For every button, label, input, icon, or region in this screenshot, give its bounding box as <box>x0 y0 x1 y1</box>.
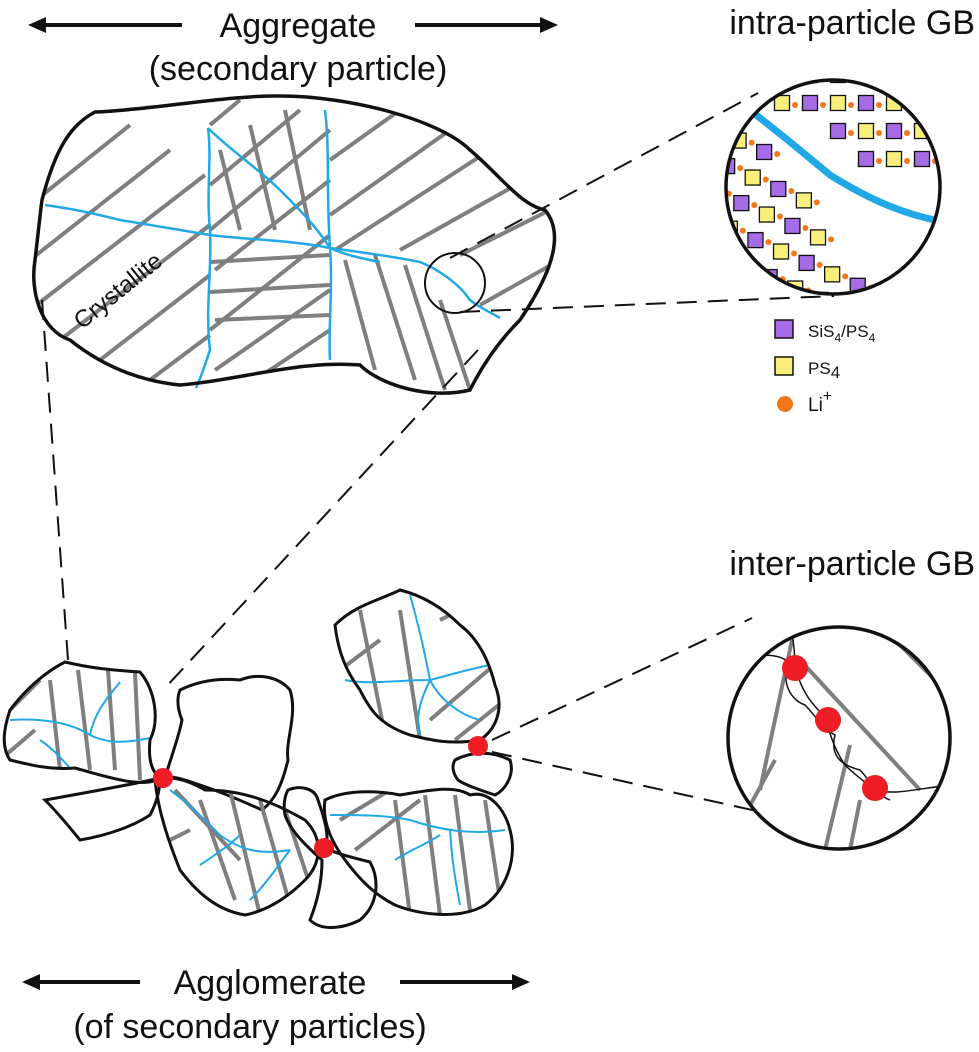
intra-li-ion <box>932 130 938 136</box>
intra-li-ion <box>816 261 823 268</box>
intra-lattice-site <box>809 229 827 246</box>
legend-li-label: Li+ <box>808 388 832 416</box>
inter-particle-gb-title: inter-particle GB <box>729 545 975 583</box>
intra-lattice-site <box>857 150 875 168</box>
intra-particle-gb-title: intra-particle GB <box>729 4 975 42</box>
aggregate-crystallite-stripes <box>33 98 555 391</box>
intra-li-ion <box>848 74 854 80</box>
intra-li-ion <box>792 102 798 108</box>
legend: SiS4/PS4 PS4 Li+ <box>774 319 876 416</box>
intra-lattice-site <box>773 94 791 112</box>
intra-lattice-site <box>857 122 875 140</box>
agglomerate-particle-2 <box>162 674 295 812</box>
agglomerate-particle-5 <box>333 588 501 744</box>
aggregate-title: Aggregate <box>220 7 377 45</box>
intra-lattice-site <box>913 150 931 168</box>
intra-particle-gb-zoom <box>708 74 966 305</box>
intra-lattice-site <box>733 194 750 212</box>
aggregate-arrow-right <box>415 17 558 33</box>
intra-lattice-site <box>824 266 841 283</box>
intra-li-ion <box>876 74 882 80</box>
agglomerate-particle-7 <box>41 776 162 842</box>
intra-lattice-site <box>801 94 819 112</box>
intra-li-ion <box>960 186 966 192</box>
intra-li-ion <box>876 130 882 136</box>
legend-ps4-label: PS4 <box>808 359 840 382</box>
intra-li-ion <box>751 202 758 209</box>
intra-li-ion <box>848 130 854 136</box>
intra-li-ion <box>828 236 835 243</box>
intra-li-ion <box>904 158 910 164</box>
intra-lattice-site <box>747 231 764 249</box>
agglomerate-contact-point-3 <box>468 736 488 756</box>
aggregate-arrow-left <box>28 17 182 33</box>
intra-lattice-site <box>857 80 875 84</box>
inter-contact-point-3 <box>862 775 888 801</box>
intra-lattice-site <box>829 94 847 112</box>
intra-li-ion <box>802 224 809 231</box>
aggregate-subtitle: (secondary particle) <box>149 50 448 88</box>
intra-li-ion <box>848 102 854 108</box>
intra-li-ion <box>762 176 769 183</box>
agglomerate-contact-point-2 <box>314 838 334 858</box>
intra-li-ion <box>765 239 772 246</box>
intra-lattice-site <box>829 122 847 140</box>
agglomerate-particle-8 <box>451 751 513 797</box>
intra-li-ion <box>876 102 882 108</box>
intra-lattice-site <box>798 254 815 272</box>
intra-li-ion <box>737 165 744 172</box>
intra-li-ion <box>748 139 755 146</box>
intra-li-ion <box>774 150 781 157</box>
legend-ps4-symbol <box>774 356 794 376</box>
intra-li-ion <box>876 158 882 164</box>
intra-li-ion <box>820 102 826 108</box>
agglomerate-arrow-left <box>22 974 140 990</box>
intra-lattice-site <box>755 143 773 161</box>
aggregate-outline <box>32 94 557 395</box>
intra-li-ion <box>813 199 820 206</box>
intra-li-ion <box>776 213 783 220</box>
intra-lattice-site <box>885 150 903 168</box>
agglomerate-particle-1 <box>2 660 163 784</box>
intra-li-ion <box>788 187 795 194</box>
inter-contact-point-1 <box>782 655 808 681</box>
intra-grain-boundary-line <box>727 92 940 226</box>
intra-lattice-site <box>885 122 903 140</box>
agglomerate-particle-6 <box>322 787 514 916</box>
intra-li-ion <box>831 299 837 305</box>
inter-contact-point-2 <box>815 707 841 733</box>
intra-lattice-site <box>943 180 958 195</box>
intra-li-ion <box>791 250 798 257</box>
intra-lattice-site <box>795 192 813 209</box>
intra-lattice-site <box>772 243 790 260</box>
zoom-connector-lines <box>41 92 835 819</box>
intra-lattice-site <box>770 180 787 198</box>
legend-sis4-symbol <box>774 319 794 339</box>
inter-zoom-content <box>728 627 950 849</box>
agglomerate <box>2 588 514 929</box>
magnify-circle-small <box>424 252 486 314</box>
intra-lattice-site <box>758 206 776 223</box>
inter-stripes <box>740 627 950 849</box>
aggregate-grain-boundaries <box>44 109 501 389</box>
intra-lattice-site <box>784 217 801 235</box>
aggregate-particle: Crystallite <box>32 94 557 395</box>
agglomerate-arrow-right <box>400 974 530 990</box>
legend-li-symbol <box>777 396 793 412</box>
agglomerate-title: Agglomerate <box>174 964 367 1002</box>
agglomerate-contact-point-1 <box>153 768 173 788</box>
intra-li-ion <box>842 273 849 280</box>
legend-sis4-label: SiS4/PS4 <box>808 322 876 345</box>
intra-lattice-site <box>857 94 875 112</box>
intra-li-ion <box>739 227 746 234</box>
intra-li-ion <box>904 130 910 136</box>
inter-particle-gb-zoom <box>726 625 952 851</box>
intra-lattice-site <box>744 169 761 186</box>
intra-lattice-site <box>708 184 723 199</box>
agglomerate-subtitle: (of secondary particles) <box>73 1008 426 1046</box>
